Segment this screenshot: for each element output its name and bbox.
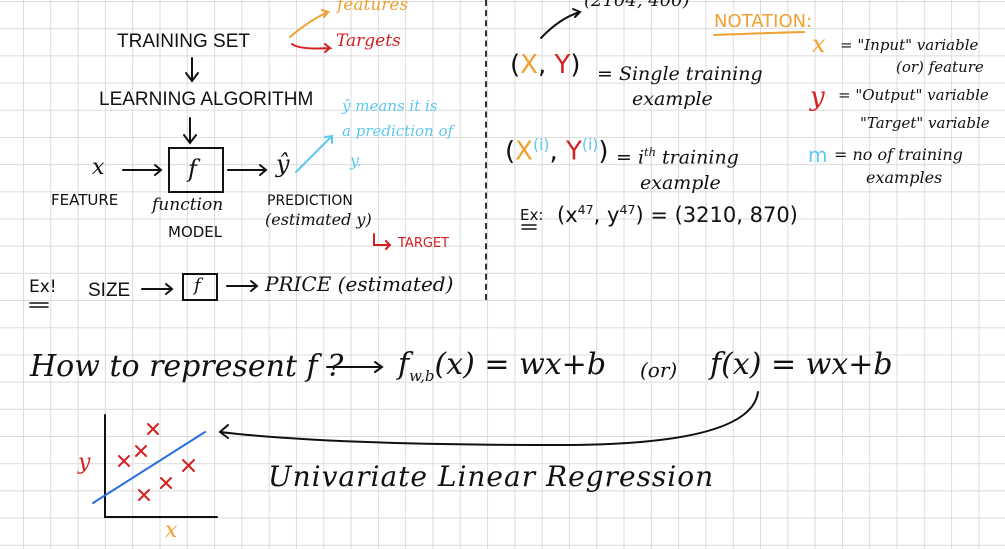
ith-sup: th bbox=[644, 145, 656, 159]
curved-arrow bbox=[218, 391, 759, 447]
note-line-2: a prediction of bbox=[342, 122, 454, 140]
question: How to represent f ? bbox=[30, 349, 344, 384]
target-label: TARGET bbox=[398, 236, 450, 251]
formula-f: f bbox=[398, 347, 410, 382]
graph-x-label: x bbox=[165, 518, 178, 543]
example-function-box: f bbox=[182, 273, 218, 301]
ex2-underline bbox=[521, 224, 537, 230]
note-line-3: y. bbox=[350, 151, 362, 170]
notation-underline bbox=[713, 31, 805, 36]
ex-y: , y bbox=[593, 203, 620, 227]
superscript-i: (i) bbox=[581, 136, 599, 154]
data-point bbox=[138, 489, 150, 501]
regression-title: Univariate Linear Regression bbox=[268, 460, 715, 493]
data-points bbox=[118, 423, 195, 501]
x-to-f-arrow bbox=[122, 164, 163, 176]
formula-subscript: w,b bbox=[409, 367, 435, 385]
ith-i: = i bbox=[616, 146, 645, 169]
ex-sup: 47 bbox=[577, 202, 594, 217]
pair-arrow bbox=[540, 8, 582, 39]
single-example-line-2: example bbox=[632, 88, 713, 110]
y-hat: ŷ bbox=[276, 150, 290, 178]
ex-arrow-1 bbox=[141, 283, 174, 295]
example-function-f: f bbox=[194, 275, 201, 296]
notation-y: y bbox=[810, 82, 825, 112]
formula-rest: (x) = wx+b bbox=[434, 347, 607, 382]
note-arrow bbox=[295, 134, 333, 173]
ith-training: training bbox=[655, 146, 739, 169]
single-example-line-1: = Single training bbox=[597, 63, 763, 85]
ith-example-line-2: example bbox=[640, 172, 721, 194]
down-arrow-1 bbox=[185, 57, 199, 83]
input-x: x bbox=[92, 155, 105, 180]
ith-y: Y bbox=[566, 136, 582, 167]
notation-y-def: = "Output" variable bbox=[838, 86, 989, 104]
data-point bbox=[135, 445, 147, 457]
question-arrow bbox=[326, 361, 384, 373]
example-label: Ex! bbox=[29, 277, 57, 297]
ex-underline bbox=[29, 302, 49, 308]
feature-label: FEATURE bbox=[51, 191, 119, 209]
features-label: features bbox=[337, 0, 409, 15]
ith-example-line-1: = ith training bbox=[616, 145, 739, 169]
xy-x: X bbox=[520, 50, 538, 80]
regression-line bbox=[92, 431, 206, 504]
ex-x: (x bbox=[557, 203, 578, 227]
notation-m: m bbox=[808, 143, 828, 167]
notation-x: x bbox=[812, 30, 826, 58]
function-f: f bbox=[188, 155, 197, 183]
ex-sup: 47 bbox=[619, 202, 636, 217]
learning-algorithm-label: LEARNING ALGORITHM bbox=[99, 89, 314, 110]
notation-x-def: = "Input" variable bbox=[840, 36, 979, 54]
ex-result: ) = (3210, 870) bbox=[635, 203, 798, 227]
note-line-1: ŷ means it is bbox=[342, 97, 438, 115]
function-box: f bbox=[168, 147, 224, 193]
xy-pair: (X, Y) bbox=[510, 50, 581, 80]
data-point bbox=[160, 477, 172, 489]
features-arrow bbox=[289, 9, 331, 38]
estimated-y-label: (estimated y) bbox=[265, 210, 372, 229]
pair-example: (2104, 400) bbox=[584, 0, 690, 11]
data-point bbox=[182, 459, 195, 472]
target-arrow bbox=[373, 233, 392, 250]
function-label: function bbox=[152, 195, 224, 215]
data-point bbox=[118, 455, 130, 467]
ith-pair: (X(i), Y(i)) bbox=[505, 136, 609, 167]
notation-x-def-2: (or) feature bbox=[896, 58, 984, 76]
formula-1: fw,b(x) = wx+b bbox=[398, 350, 606, 384]
notation-title: NOTATION: bbox=[714, 11, 813, 32]
notation-m-def-2: examples bbox=[866, 168, 943, 187]
prediction-label: PREDICTION bbox=[267, 193, 353, 209]
example-47: (x47, y47) = (3210, 870) bbox=[557, 202, 798, 227]
graph-y-label: y bbox=[78, 450, 91, 475]
example-label-2: Ex: bbox=[520, 206, 544, 224]
price-label: PRICE (estimated) bbox=[265, 272, 454, 296]
or-label: (or) bbox=[640, 358, 678, 382]
ex-arrow-2 bbox=[226, 280, 259, 292]
xy-y: Y bbox=[554, 50, 571, 80]
ith-x: X bbox=[515, 136, 533, 167]
notation-m-def: = no of training bbox=[834, 145, 963, 164]
model-label: MODEL bbox=[168, 223, 223, 241]
size-label: SIZE bbox=[88, 280, 131, 301]
f-to-yhat-arrow bbox=[227, 164, 268, 176]
training-set-label: TRAINING SET bbox=[117, 31, 251, 52]
section-divider bbox=[485, 0, 487, 300]
data-point bbox=[147, 423, 159, 435]
graph-axes bbox=[104, 414, 218, 518]
formula-2: f(x) = wx+b bbox=[710, 347, 893, 382]
down-arrow-2 bbox=[183, 117, 197, 145]
targets-label: Targets bbox=[336, 31, 401, 51]
targets-arrow bbox=[291, 43, 333, 53]
notation-y-def-2: "Target" variable bbox=[860, 114, 990, 132]
superscript-i: (i) bbox=[532, 136, 550, 154]
